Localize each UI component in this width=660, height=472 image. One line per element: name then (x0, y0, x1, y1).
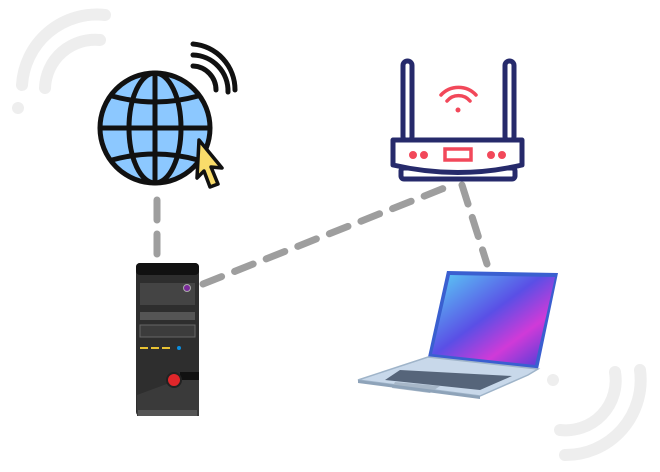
wifi-signal-icon (190, 41, 238, 95)
connector-router-laptop (458, 181, 491, 268)
globe-internet-icon (97, 41, 238, 189)
router-icon (390, 58, 525, 182)
connector-pc-router (199, 181, 456, 288)
desktop-pc-icon (136, 263, 199, 416)
laptop-icon (357, 271, 558, 399)
connector-lines (153, 181, 491, 288)
power-button-icon (166, 372, 182, 388)
faint-wifi-icon-top-left (12, 8, 111, 114)
mouse-cursor-icon (195, 138, 224, 189)
router-wifi-icon (439, 85, 478, 113)
faint-wifi-icon-bottom-right (547, 364, 647, 462)
